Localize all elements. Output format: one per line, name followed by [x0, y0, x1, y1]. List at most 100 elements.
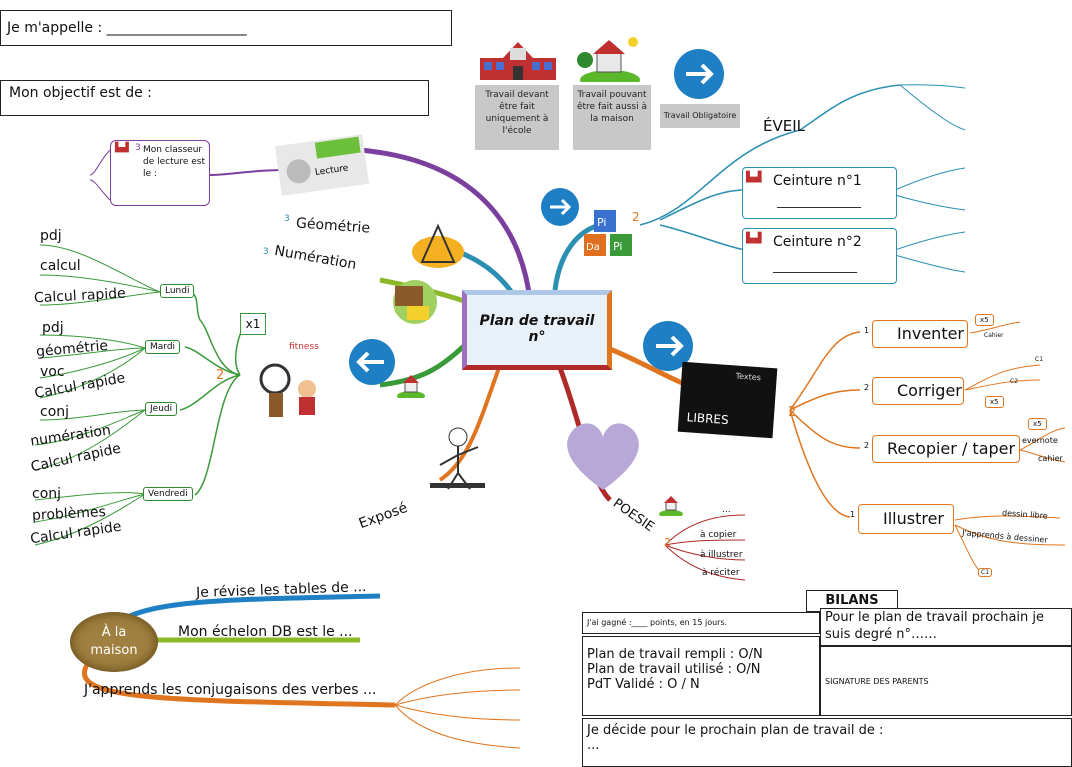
school-icon-small: ▙▟ [746, 233, 762, 244]
mardi-item: voc [40, 364, 65, 380]
heart-words-image [558, 415, 648, 495]
ceinture2-label: Ceinture n°2 [773, 234, 862, 250]
eveil-num: 2 [632, 210, 640, 224]
poesie-item: à illustrer [700, 550, 743, 560]
objective-box[interactable]: Mon objectif est de : [0, 80, 429, 116]
geometry-icon [410, 222, 466, 270]
arrow-left-icon [348, 338, 396, 386]
house-icon [396, 372, 426, 401]
poesie-item: à réciter [702, 568, 740, 578]
numeration-num: 3 [263, 247, 269, 257]
ceinture1-line: ______________ [777, 194, 861, 208]
corriger-x: x5 [985, 396, 1004, 408]
inventer-sub: Cahier [984, 332, 1004, 339]
poesie-num: 2 [664, 536, 671, 549]
objective-label: Mon objectif est de : [9, 85, 152, 101]
bilans-gagne[interactable]: J'ai gagné :____ points, en 15 jours. [582, 612, 820, 634]
recopier-b: cahier [1038, 454, 1063, 463]
center-title: Plan de travail n° [479, 313, 595, 345]
illustrer-label: Illustrer [883, 509, 945, 528]
libres-label: LIBRES [686, 410, 730, 428]
corriger-c1: C1 [1035, 356, 1044, 363]
arrow-right-icon [672, 47, 726, 101]
eveil-label: ÉVEIL [763, 117, 805, 135]
day-mardi: Mardi [145, 340, 181, 354]
school-icon [478, 38, 558, 80]
corriger-label: Corriger [897, 381, 962, 400]
svg-text:Lecture: Lecture [314, 163, 349, 178]
recopier-node: Recopier / taper [872, 435, 1020, 463]
name-box[interactable]: Je m'appelle : ____________________ [0, 10, 452, 46]
legend-mandatory: Travail Obligatoire [660, 104, 740, 128]
school-icon-small: ▙▟ [746, 172, 762, 183]
maison-item: J'apprends les conjugaisons des verbes .… [84, 682, 377, 698]
day-lundi: Lundi [160, 284, 195, 298]
mardi-item: pdj [42, 320, 64, 336]
svg-text:Pi: Pi [613, 240, 622, 253]
inventer-node: Inventer [872, 320, 968, 348]
svg-text:Da: Da [586, 242, 600, 253]
recopier-label: Recopier / taper [887, 439, 1016, 458]
corriger-node: Corriger [872, 377, 964, 405]
illustrer-node: Illustrer [858, 504, 954, 534]
bilans-decide-box[interactable]: Je décide pour le prochain plan de trava… [582, 718, 1072, 767]
svg-text:fitness: fitness [289, 342, 319, 352]
arrow-right-icon [642, 320, 694, 372]
classeur-num: 3 [135, 143, 141, 153]
bilans-decide: Je décide pour le prochain plan de trava… [587, 723, 884, 738]
day-vendredi: Vendredi [143, 487, 193, 501]
illustrer-num: 1 [850, 510, 856, 519]
school-icon-small: ▙▟ [115, 143, 129, 153]
poesie-item: à copier [700, 530, 737, 540]
lecture-image: Lecture [274, 134, 370, 196]
legend-school-only: Travail devant être fait uniquement à l'… [475, 85, 559, 150]
recopier-num: 2 [864, 441, 870, 450]
fitness-image: fitness [255, 335, 335, 420]
bilans-utilise: Plan de travail utilisé : O/N [587, 662, 761, 677]
name-label: Je m'appelle : ____________________ [7, 20, 247, 36]
fitness-num: 2 [216, 368, 225, 383]
abacus-icon [385, 276, 441, 326]
expose-image [420, 425, 495, 495]
recopier-a: evernote [1022, 436, 1058, 445]
arrow-right-icon [540, 187, 580, 227]
maison-item: Mon échelon DB est le ... [178, 624, 353, 640]
illustrer-c: C1 [978, 568, 993, 577]
bilans-signature[interactable]: SIGNATURE DES PARENTS [820, 646, 1072, 716]
maison-node: À la maison [70, 612, 158, 672]
corriger-c2: C2 [1010, 378, 1019, 385]
corriger-num: 2 [864, 383, 870, 392]
inventer-num: 1 [864, 326, 870, 335]
recopier-x: x5 [1028, 418, 1047, 430]
classeur-label: Mon classeur de lecture est le : [143, 145, 205, 179]
classeur-node: ▙▟ 3 Mon classeur de lecture est le : [110, 140, 210, 206]
jeudi-item: conj [40, 404, 70, 420]
bilans-prochain[interactable]: Pour le plan de travail prochain je suis… [820, 608, 1072, 646]
house-icon [658, 492, 684, 518]
vendredi-item: conj [32, 486, 62, 502]
legend-also-home: Travail pouvant être fait aussi à la mai… [573, 85, 651, 150]
bilans-pdt: PdT Validé : O / N [587, 677, 700, 692]
inventer-label: Inventer [897, 324, 965, 343]
day-jeudi: Jeudi [145, 402, 178, 416]
house-icon [575, 32, 645, 90]
ceinture2-node: ▙▟ Ceinture n°2 ______________ [742, 228, 897, 284]
bilans-checks[interactable]: Plan de travail rempli : O/N Plan de tra… [582, 636, 820, 716]
center-node: Plan de travail n° [462, 290, 612, 370]
maison-label: À la maison [90, 625, 138, 658]
ceinture1-label: Ceinture n°1 [773, 173, 862, 189]
libres-image: Textes LIBRES [677, 361, 778, 439]
inventer-x: x5 [975, 314, 994, 326]
geometrie-num: 3 [284, 214, 290, 224]
ceinture2-line: ______________ [773, 259, 857, 273]
ceinture1-node: ▙▟ Ceinture n°1 ______________ [742, 167, 897, 219]
bilans-rempli: Plan de travail rempli : O/N [587, 647, 763, 662]
lundi-item: pdj [40, 228, 62, 244]
poesie-item: ... [722, 505, 731, 515]
lundi-item: calcul [40, 258, 81, 274]
libres-num: 2 [788, 405, 797, 420]
svg-text:Pi: Pi [597, 216, 606, 229]
bilans-decide-dots: ... [587, 738, 600, 753]
x1-badge: x1 [240, 313, 266, 335]
